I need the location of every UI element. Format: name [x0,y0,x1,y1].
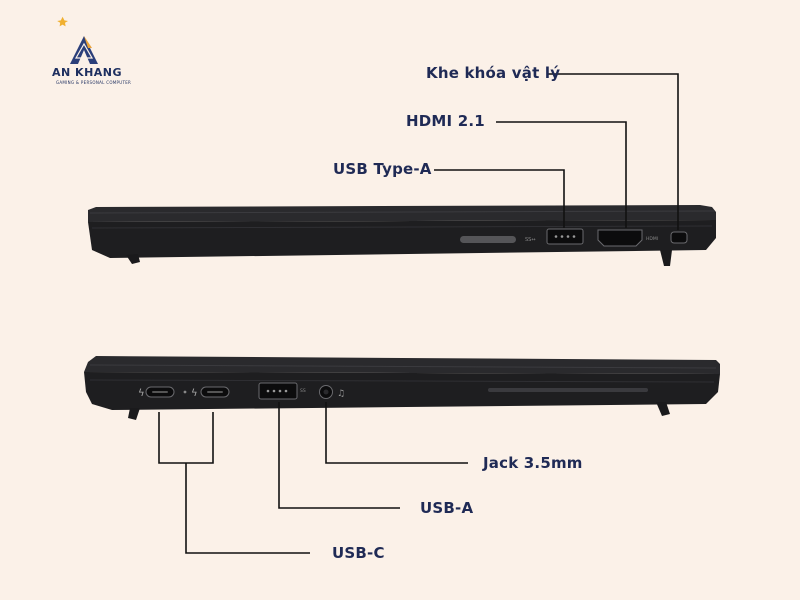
brand-tagline: GAMING & PERSONAL COMPUTER [56,80,132,85]
brand-name: AN KHANG [52,66,123,79]
laptop-right-side: SS↔ HDMI [88,205,716,266]
hdmi-marking: HDMI [646,236,658,242]
thunderbolt-icon: ϟ [191,388,198,399]
leader-lines-bottom [158,402,468,554]
thunderbolt-icon: ϟ [138,388,145,399]
label-jack: Jack 3.5mm [483,454,583,472]
svg-text:SS↔: SS↔ [525,237,536,243]
label-lock-slot: Khe khóa vật lý [426,64,561,82]
card-slot [460,236,516,243]
label-usb-c: USB-C [332,544,385,562]
label-usb-a: USB-A [420,499,474,517]
vent-slot [488,388,648,392]
laptop-left-side: ϟ ϟ SS ♫ [84,356,720,420]
usb-a-port-right [546,228,584,245]
label-usb-type-a: USB Type-A [333,160,432,178]
usb-a-port-left [258,382,298,400]
lock-slot [670,231,688,244]
label-hdmi: HDMI 2.1 [406,112,485,130]
usb-ss-marking: SS [300,388,306,394]
leader-lines-top [434,73,679,230]
hdmi-port [597,229,643,247]
headphone-icon: ♫ [337,389,345,399]
